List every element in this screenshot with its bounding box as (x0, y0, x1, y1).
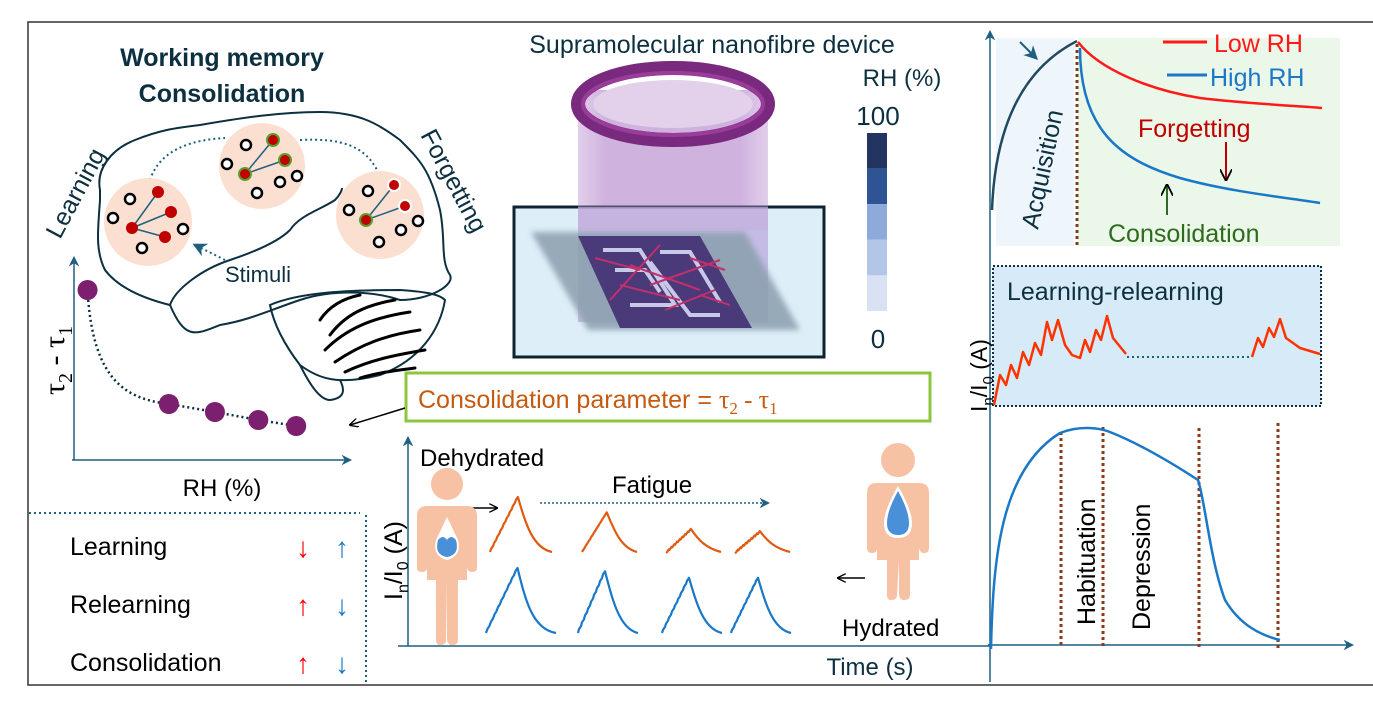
habituation-curve (989, 426, 1281, 650)
panel-title-line1: Working memory (120, 44, 324, 72)
uv-ring-light (571, 61, 775, 147)
dehydrated-pulse (734, 530, 791, 554)
low-rh-arrow-icon: ↑ (296, 648, 310, 679)
summary-table: Learning ↓ ↑ Relearning ↑ ↓ Consolidation ↑ ↓ (29, 512, 367, 682)
colorbar (867, 133, 887, 311)
colorbar-segment (867, 275, 887, 311)
dehydrated-pulse (581, 511, 638, 554)
stimuli-arrow (192, 243, 226, 261)
cerebellum-folds (318, 293, 427, 380)
param-to-plot-arrow (350, 407, 406, 425)
uv-ring-highlight (581, 71, 765, 137)
summary-row-label: Relearning (70, 591, 191, 619)
relearning-trace (1250, 317, 1321, 358)
consolidation-box-border (404, 371, 932, 423)
acquisition-arrow (1019, 41, 1038, 60)
brain-outline (96, 110, 452, 334)
dehydrated-pulse (665, 527, 722, 554)
legend-low-rh-label: Low RH (1214, 30, 1303, 58)
cerebellum (268, 288, 447, 382)
neuron-cluster-learning (104, 178, 192, 266)
colorbar-segment (867, 204, 887, 240)
phase-boundaries (1059, 423, 1280, 650)
tau-data-point (77, 280, 98, 300)
consolidation-region (1078, 38, 1340, 246)
colorbar-title: RH (%) (863, 65, 942, 92)
acquisition-curve (990, 39, 1078, 211)
neuron-cluster-forgetting (336, 171, 425, 259)
brainstem (299, 364, 344, 402)
low-rh-arrow-icon: ↑ (296, 590, 310, 621)
low-rh-arrow-icon: ↓ (296, 532, 310, 563)
high-rh-curve (1078, 47, 1321, 205)
device-title: Supramolecular nanofibre device (529, 31, 895, 59)
dotted-link-1 (149, 137, 226, 181)
hydrated-water-drop (887, 491, 909, 535)
dehydrated-pulse (488, 495, 553, 554)
dehydrated-label: Dehydrated (420, 445, 544, 472)
high-rh-arrow-icon: ↓ (335, 648, 349, 679)
nanofibres (594, 244, 731, 311)
consolidation-parameter-box: Consolidation parameter = τ2 - τ1 (404, 371, 932, 423)
dotted-link-2 (299, 138, 379, 173)
hydrated-pulse (729, 576, 792, 635)
stimuli-label: Stimuli (225, 262, 291, 287)
right-y-label: In/I0 (A) (966, 339, 997, 412)
tau-data-point (286, 416, 307, 436)
consolidation-parameter-text: Consolidation parameter = τ2 - τ1 (418, 385, 778, 418)
panel-title-line2: Consolidation (139, 80, 306, 108)
consolidation-annotation: Consolidation (1108, 220, 1260, 248)
uv-ring-inner (593, 80, 753, 128)
fatigue-y-label: In/I0 (A) (380, 521, 412, 600)
high-rh-arrow-icon: ↑ (335, 532, 349, 563)
fatigue-label: Fatigue (612, 472, 692, 499)
device-panel: Supramolecular nanofibre device RH (%) 1… (512, 31, 942, 359)
tau-vs-rh-plot: τ2 - τ1 RH (%) (38, 255, 353, 502)
dehydrated-person (417, 468, 477, 645)
tau-y-label: τ2 - τ1 (38, 326, 77, 395)
colorbar-segment (867, 239, 887, 276)
figure-border (27, 21, 1373, 686)
hydrated-pulse (484, 566, 557, 635)
colorbar-segment (867, 133, 887, 169)
tau-data-point (248, 410, 269, 430)
depression-label: Depression (1128, 504, 1156, 630)
brain-fold (169, 187, 343, 306)
tau-data-point (158, 394, 179, 414)
dehydrated-water-drop (437, 537, 457, 557)
time-axis-label: Time (s) (826, 654, 913, 681)
right-panel: Acquisition Low RH High RH Forgetting Co… (966, 29, 1355, 682)
tau-data-point (204, 402, 225, 422)
fatigue-panel: In/I0 (A) Dehydrated Fatigue Hydrated Ti… (380, 435, 990, 681)
relearning-title: Learning-relearning (1007, 278, 1224, 306)
hydrated-label: Hydrated (842, 615, 939, 642)
forgetting-label: Forgetting (415, 125, 493, 238)
summary-row-label: Learning (70, 533, 167, 561)
working-memory-panel: Working memory Consolidation Stimuli (41, 44, 493, 402)
hydrated-pulse (576, 570, 639, 635)
colorbar-segment (867, 168, 887, 205)
colorbar-min: 0 (871, 324, 885, 354)
learning-trace (992, 314, 1127, 406)
habituation-label: Habituation (1073, 499, 1101, 625)
hydrated-pulse (660, 576, 723, 635)
legend-high-rh-label: High RH (1210, 64, 1304, 92)
tau-x-label: RH (%) (183, 475, 262, 502)
summary-row-label: Consolidation (70, 649, 222, 677)
forgetting-annotation: Forgetting (1138, 115, 1251, 143)
low-rh-curve (1077, 41, 1323, 110)
tau-trend-line (86, 289, 297, 428)
colorbar-max: 100 (856, 101, 899, 131)
neuron-cluster-consolidation (219, 123, 305, 209)
hydrated-person (867, 443, 929, 600)
high-rh-arrow-icon: ↓ (335, 590, 349, 621)
